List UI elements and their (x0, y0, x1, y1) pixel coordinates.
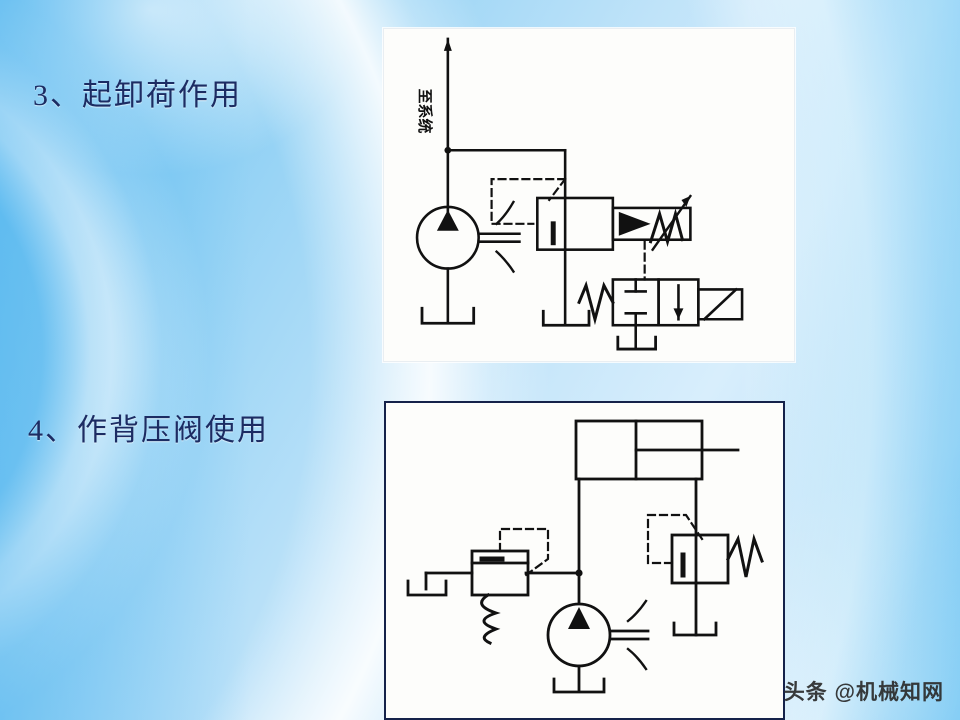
heading-item-3: 3、起卸荷作用 (33, 79, 242, 112)
hydraulic-schematic-2 (406, 419, 764, 694)
hydraulic-schematic-1: 至系统 (415, 37, 744, 351)
figure-unloading-circuit: 至系统 (383, 28, 795, 362)
figure-back-pressure-circuit (384, 401, 785, 720)
watermark-text: 头条 @机械知网 (783, 681, 944, 704)
heading-item-4: 4、作背压阀使用 (28, 414, 269, 447)
label-to-system: 至系统 (416, 89, 434, 134)
